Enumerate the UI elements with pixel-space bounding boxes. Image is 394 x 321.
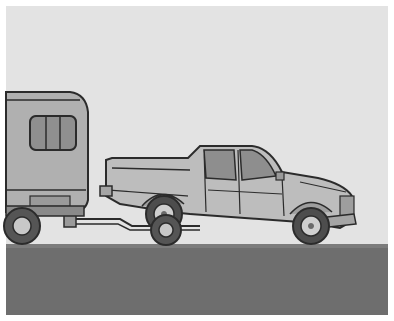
dolly-wheel [151,215,181,245]
ground [6,244,388,315]
truck-grille [340,196,354,216]
truck-front-wheel [293,208,329,244]
truck-rear-window [204,150,236,180]
trailer-wheel [4,208,40,244]
trailer-window [30,116,76,150]
